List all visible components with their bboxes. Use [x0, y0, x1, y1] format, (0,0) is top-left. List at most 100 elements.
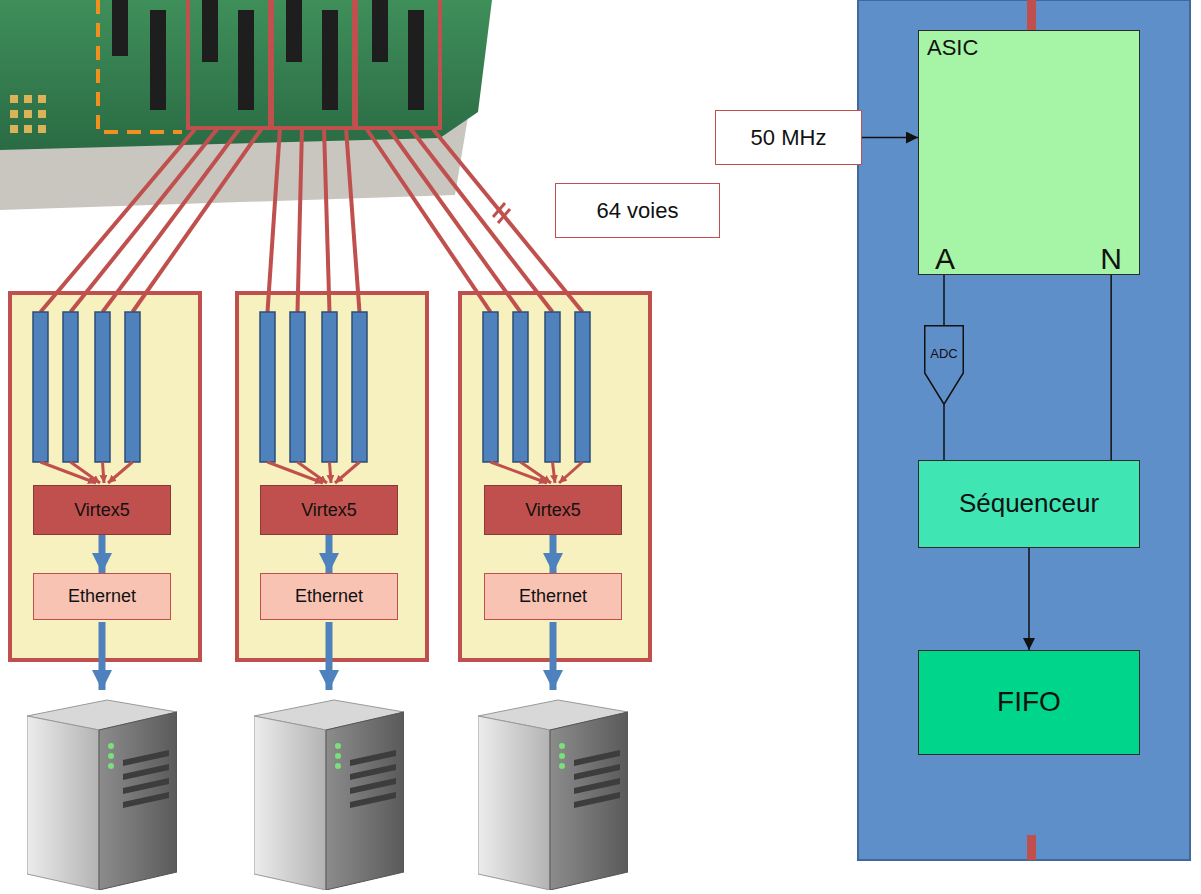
dashed-outline — [98, 0, 182, 132]
network-link — [550, 622, 557, 690]
bar-link — [559, 462, 583, 483]
bar-link — [521, 462, 552, 483]
node-label: Séquenceur — [959, 489, 1099, 519]
connector — [1028, 548, 1030, 650]
connector — [372, 0, 388, 62]
port-row: AN — [927, 244, 1131, 274]
cable — [133, 128, 263, 312]
channel-bar — [33, 312, 48, 462]
fpga-box: Virtex5 — [33, 485, 171, 535]
asic-box: ASICAN — [918, 30, 1140, 275]
connector — [943, 275, 945, 325]
server-icon — [27, 700, 177, 890]
connector-group-outline — [272, 0, 354, 128]
bar-link — [103, 462, 105, 483]
port-label: A — [935, 244, 955, 274]
channel-bar — [125, 312, 140, 462]
connector — [408, 10, 424, 110]
cable — [410, 128, 553, 312]
readout-board — [460, 293, 650, 660]
bar-link — [71, 462, 101, 483]
pad — [38, 95, 46, 103]
bus-strip — [1027, 835, 1036, 860]
channel-count-box: 64 voies — [555, 183, 720, 238]
channel-bar — [545, 312, 560, 462]
pcb-pads — [10, 95, 46, 133]
adc-symbol: ADC — [924, 325, 964, 405]
cable — [324, 128, 330, 312]
port-label: N — [1100, 244, 1122, 274]
bus-strip — [1027, 0, 1036, 32]
ethernet-box: Ethernet — [484, 573, 622, 620]
channel-bars — [33, 312, 590, 462]
channel-bar — [290, 312, 305, 462]
connector — [150, 10, 166, 110]
connector — [943, 405, 945, 460]
chip-name: ASIC — [927, 35, 978, 60]
pad — [24, 110, 32, 118]
network-link — [326, 622, 333, 690]
channel-bar — [260, 312, 275, 462]
pad — [38, 125, 46, 133]
node-label: 50 MHz — [751, 125, 827, 150]
node-label: Ethernet — [519, 586, 587, 607]
network-link — [99, 622, 106, 690]
connector — [286, 0, 302, 62]
connector — [550, 535, 557, 573]
node-label: ADC — [930, 347, 957, 362]
connector — [238, 10, 254, 110]
connector — [1110, 275, 1112, 460]
channel-bar — [483, 312, 498, 462]
cable — [298, 128, 303, 312]
cables — [41, 128, 583, 312]
server-icon — [254, 700, 404, 890]
ethernet-box: Ethernet — [260, 573, 398, 620]
cable — [346, 128, 360, 312]
board-panel — [858, 0, 1190, 860]
node-label: Ethernet — [68, 586, 136, 607]
connector — [326, 535, 333, 573]
pad — [10, 110, 18, 118]
bus-tick — [498, 209, 510, 223]
cable — [103, 128, 241, 312]
fpga-box: Virtex5 — [484, 485, 622, 535]
bar-links — [41, 462, 583, 483]
ethernet-box: Ethernet — [33, 573, 171, 620]
cable — [268, 128, 281, 312]
bar-link — [553, 462, 556, 483]
readout-board — [10, 293, 200, 660]
pad — [24, 125, 32, 133]
connector-group-outline — [356, 0, 440, 128]
channel-bar — [322, 312, 337, 462]
connector-group-outline — [188, 0, 270, 128]
bar-link — [330, 462, 332, 483]
node-label: 64 voies — [597, 198, 679, 223]
node-label: Virtex5 — [301, 500, 357, 521]
connector — [202, 0, 218, 62]
channel-bar — [95, 312, 110, 462]
channel-bar — [352, 312, 367, 462]
pad — [24, 95, 32, 103]
bar-link — [335, 462, 360, 483]
adc-shape — [925, 326, 964, 405]
pad — [10, 95, 18, 103]
sequencer-box: Séquenceur — [918, 460, 1140, 548]
connector — [112, 0, 128, 56]
cable — [366, 128, 491, 312]
channel-bar — [63, 312, 78, 462]
channel-bar — [575, 312, 590, 462]
fifo-box: FIFO — [918, 650, 1140, 755]
node-label: Virtex5 — [525, 500, 581, 521]
bar-link — [108, 462, 133, 483]
node-label: FIFO — [997, 686, 1061, 718]
channel-bar — [513, 312, 528, 462]
bar-link — [491, 462, 548, 483]
pad — [10, 125, 18, 133]
clock-box: 50 MHz — [715, 110, 862, 165]
connector — [322, 10, 338, 110]
pad — [38, 110, 46, 118]
adc-outline — [924, 325, 964, 405]
node-label: Ethernet — [295, 586, 363, 607]
